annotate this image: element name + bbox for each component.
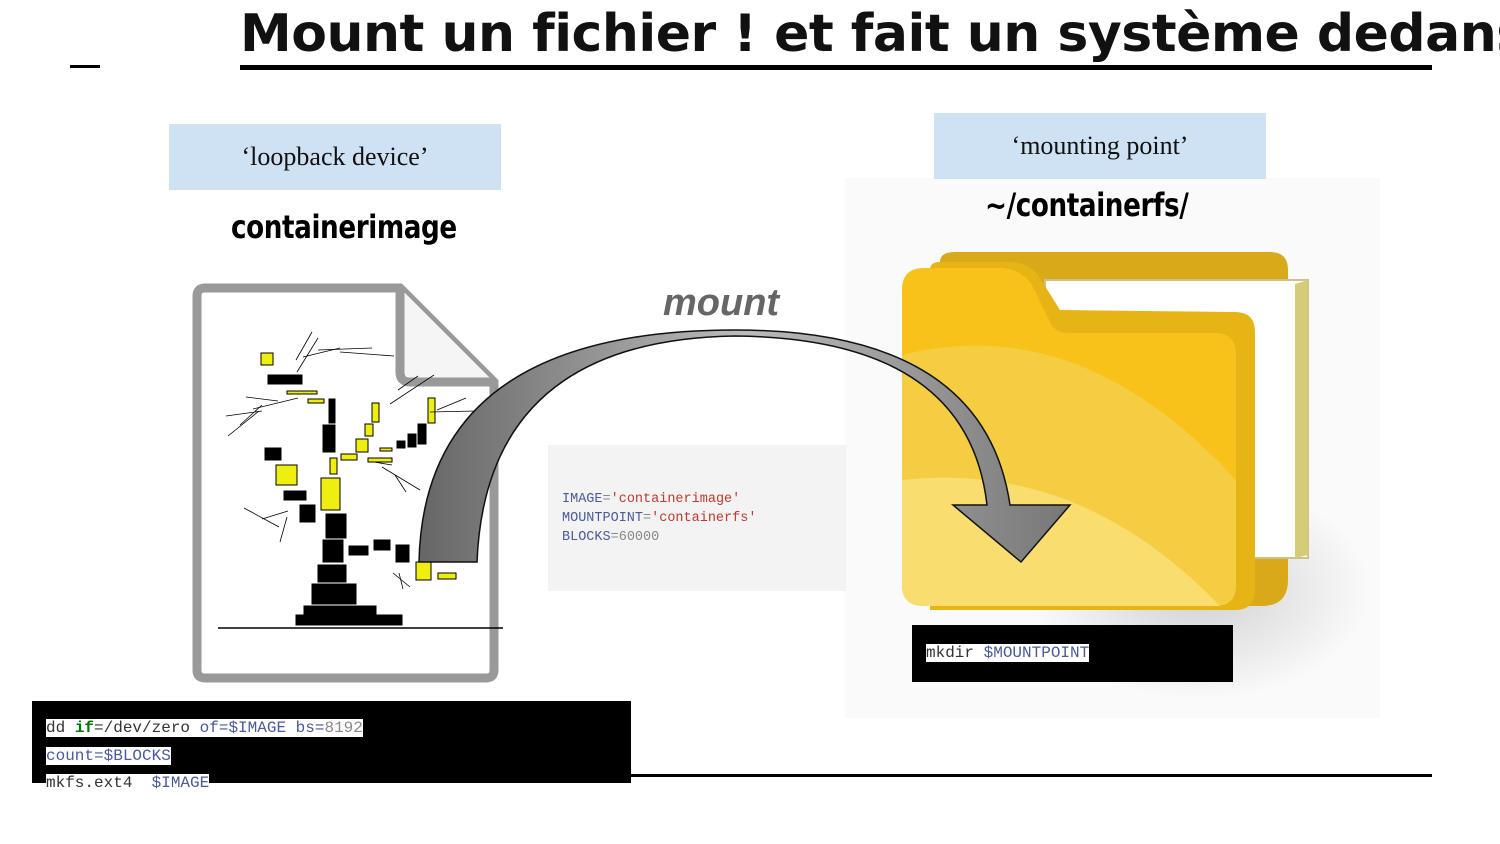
mkdir-code: mkdir $MOUNTPOINT — [926, 644, 1090, 662]
bottom-divider — [630, 774, 1432, 777]
mountpoint-path: ~/containerfs/ — [985, 186, 1189, 224]
corner-dash — [70, 65, 100, 68]
code-line: count=$BLOCKS — [46, 746, 171, 765]
variables-code: IMAGE='containerimage' MOUNTPOINT='contai… — [562, 490, 756, 547]
mount-arrow-label: mount — [663, 282, 780, 324]
loopback-device-tag: ‘loopback device’ — [169, 124, 501, 190]
create-image-code: dd if=/dev/zero of=$IMAGE bs=8192 count=$… — [46, 715, 363, 798]
code-line: mkfs.ext4 $IMAGE — [46, 774, 210, 792]
code-line: BLOCKS=60000 — [562, 530, 660, 545]
code-line: IMAGE='containerimage' — [562, 492, 741, 507]
mount-arrow — [418, 329, 1072, 564]
code-line: dd if=/dev/zero of=$IMAGE bs=8192 — [46, 719, 363, 737]
variables-code-block: IMAGE='containerimage' MOUNTPOINT='contai… — [548, 445, 846, 591]
image-file-name: containerimage — [231, 208, 457, 246]
slide-title: Mount un fichier ! et fait un système de… — [240, 4, 1500, 64]
create-image-code-block: dd if=/dev/zero of=$IMAGE bs=8192 count=$… — [32, 701, 631, 792]
mkdir-code-block: mkdir $MOUNTPOINT — [912, 625, 1233, 682]
tree-illustration — [218, 331, 503, 629]
mounting-point-tag: ‘mounting point’ — [934, 113, 1266, 179]
title-underline — [240, 65, 1432, 70]
code-line: MOUNTPOINT='containerfs' — [562, 511, 757, 526]
